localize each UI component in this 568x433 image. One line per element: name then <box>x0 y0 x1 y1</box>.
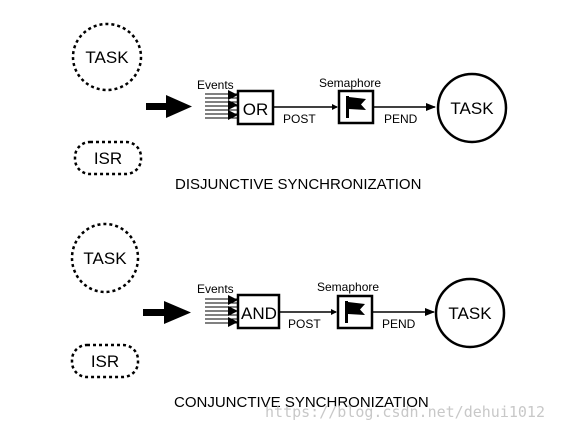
disjunctive-diagram: TASK ISR Events OR POST Semaphore <box>71 22 508 193</box>
conjunctive-caption: CONJUNCTIVE SYNCHRONIZATION <box>174 394 429 411</box>
target-task-node <box>434 277 506 349</box>
flag-icon <box>345 301 365 323</box>
semaphore-label: Semaphore <box>319 76 381 90</box>
post-label: POST <box>283 112 316 126</box>
disjunctive-caption: DISJUNCTIVE SYNCHRONIZATION <box>175 176 421 193</box>
events-label: Events <box>197 78 234 92</box>
event-input-lines <box>205 90 238 120</box>
events-label: Events <box>197 282 234 296</box>
target-task-label: TASK <box>450 99 494 118</box>
semaphore-label: Semaphore <box>317 280 379 294</box>
right-arrow-icon <box>146 95 192 118</box>
pend-label: PEND <box>384 112 418 126</box>
watermark: https://blog.csdn.net/dehui1012 <box>265 403 545 421</box>
event-input-lines <box>205 295 238 327</box>
or-gate-label: OR <box>243 100 269 119</box>
target-task-node <box>436 72 508 144</box>
source-task-label: TASK <box>83 249 127 268</box>
flag-icon <box>346 96 366 118</box>
target-task-label: TASK <box>448 304 492 323</box>
pend-label: PEND <box>382 317 416 331</box>
source-isr-label: ISR <box>91 352 119 371</box>
and-gate-label: AND <box>241 304 277 323</box>
source-task-node <box>70 222 140 294</box>
right-arrow-icon <box>143 301 191 324</box>
source-task-node <box>71 22 143 92</box>
source-isr-label: ISR <box>94 149 122 168</box>
conjunctive-diagram: TASK ISR Events AND POST Semaphore <box>70 222 506 411</box>
source-task-label: TASK <box>85 48 129 67</box>
source-isr-node <box>70 343 140 379</box>
post-label: POST <box>288 317 321 331</box>
source-isr-node <box>73 140 143 176</box>
